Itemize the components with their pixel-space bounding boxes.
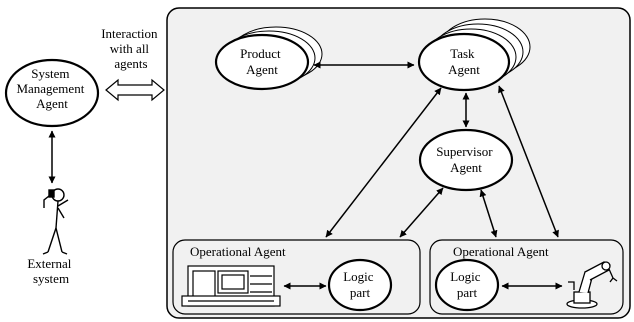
product-agent-label: Product Agent <box>240 46 284 77</box>
external-system-person-icon <box>42 188 69 255</box>
machine-tool-icon <box>181 265 281 307</box>
robot-arm-icon <box>566 261 618 309</box>
connector-supervisor-left-operational <box>399 187 444 238</box>
supervisor-agent: Supervisor Agent <box>418 128 514 192</box>
external-system-label: External system <box>27 256 74 286</box>
task-agent: Task Agent <box>417 18 531 92</box>
connector-supervisor-right-operational <box>479 189 498 238</box>
logic-part-left-label: Logic part <box>343 269 377 300</box>
interaction-label: Interaction with all agents <box>101 26 161 71</box>
system-management-agent: System Management Agent <box>4 58 100 128</box>
connector-task-left-operational <box>325 87 442 238</box>
connector-task-right-operational <box>498 85 559 238</box>
logic-part-left: Logic part <box>327 258 393 312</box>
logic-part-right: Logic part <box>434 258 500 312</box>
product-agent: Product Agent <box>214 26 323 91</box>
interaction-double-arrow <box>105 78 165 102</box>
operational-agent-right-title: Operational Agent <box>453 244 549 259</box>
operational-agent-left-title: Operational Agent <box>190 244 286 259</box>
task-agent-label: Task Agent <box>448 46 480 77</box>
system-management-agent-label: System Management Agent <box>16 66 87 111</box>
logic-part-right-label: Logic part <box>450 269 484 300</box>
supervisor-agent-label: Supervisor Agent <box>436 144 496 175</box>
